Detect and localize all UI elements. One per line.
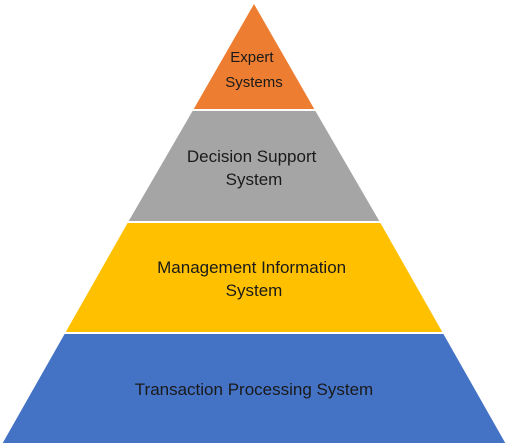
tier-management-information-system-line-1: Management Information [157,258,346,277]
tier-management-information-system-line-2: System [226,281,283,300]
tier-management-information-system: Management Information System [62,221,446,334]
tier-expert-systems-line-2: Systems [225,74,283,91]
tier-decision-support-system: Decision Support System [125,109,383,223]
tier-decision-support-system-shape [125,109,383,223]
tier-decision-support-system-line-2: System [226,170,283,189]
tier-transaction-processing-system: Transaction Processing System [0,332,508,445]
tier-management-information-system-shape [62,221,446,334]
tier-transaction-processing-system-label: Transaction Processing System [135,380,373,399]
tier-decision-support-system-label: Decision Support System [187,147,321,189]
tier-expert-systems: Expert Systems [190,0,318,111]
tier-transaction-processing-system-line-1: Transaction Processing System [135,380,373,399]
tier-management-information-system-label: Management Information System [157,258,351,300]
tier-transaction-processing-system-shape [0,332,508,445]
tier-decision-support-system-line-1: Decision Support [187,147,317,166]
tier-expert-systems-label: Expert Systems [225,49,283,91]
tier-expert-systems-line-1: Expert [230,49,274,66]
